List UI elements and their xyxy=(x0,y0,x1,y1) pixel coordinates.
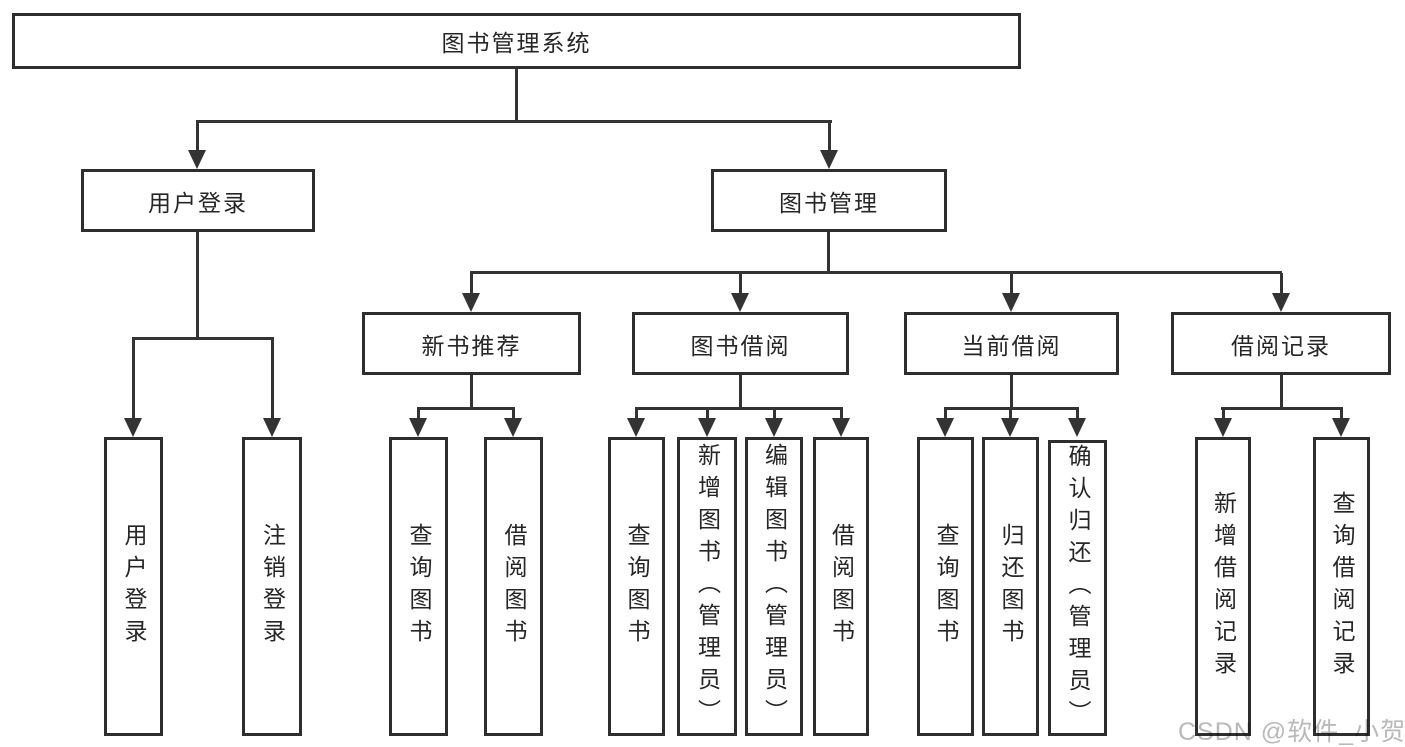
leaf-current-return-books: 归还图书 xyxy=(982,437,1039,736)
leaf-borrow-query-books: 查询图书 xyxy=(608,437,665,736)
connector-line xyxy=(944,407,1079,410)
connector-line xyxy=(470,271,1282,274)
leaf-borrow-edit-books-admin: 编辑图书（管理员） xyxy=(745,437,803,736)
leaf-user-login-label: 用户登录 xyxy=(121,522,147,651)
connector-line xyxy=(1222,409,1225,420)
leaf-borrow-query-books-label: 查询图书 xyxy=(624,522,650,651)
connector-line xyxy=(739,375,742,407)
connector-line xyxy=(739,273,742,295)
arrow-down-icon xyxy=(698,418,716,437)
arrow-down-icon xyxy=(1272,293,1290,312)
node-book-management: 图书管理 xyxy=(711,169,947,232)
node-current-borrowing-label: 当前借阅 xyxy=(961,332,1062,359)
connector-line xyxy=(840,409,843,420)
node-borrowing-records: 借阅记录 xyxy=(1171,312,1391,375)
connector-line xyxy=(773,409,776,420)
connector-line xyxy=(196,232,199,337)
connector-line xyxy=(512,409,515,420)
leaf-borrow-borrow-books-label: 借阅图书 xyxy=(828,522,855,651)
arrow-down-icon xyxy=(1332,418,1350,437)
connector-line xyxy=(635,407,843,410)
connector-line xyxy=(827,232,830,271)
leaf-recommend-query-books-label: 查询图书 xyxy=(406,522,432,651)
connector-line xyxy=(132,339,135,420)
arrow-down-icon xyxy=(462,293,480,312)
connector-line xyxy=(271,339,274,420)
node-library-management-system-label: 图书管理系统 xyxy=(441,30,592,56)
leaf-recommend-borrow-books-label: 借阅图书 xyxy=(501,522,527,651)
connector-line xyxy=(470,273,473,295)
connector-line xyxy=(1010,273,1013,295)
leaf-current-query-books: 查询图书 xyxy=(917,437,974,736)
leaf-logout: 注销登录 xyxy=(242,437,302,736)
leaf-records-add-record-label: 新增借阅记录 xyxy=(1210,490,1237,683)
connector-line xyxy=(417,407,515,410)
leaf-current-query-books-label: 查询图书 xyxy=(933,522,959,651)
leaf-borrow-edit-books-admin-label: 编辑图书（管理员） xyxy=(761,442,788,731)
node-book-management-label: 图书管理 xyxy=(779,189,879,216)
leaf-borrow-add-books-admin: 新增图书（管理员） xyxy=(677,437,737,736)
node-book-borrowing-label: 图书借阅 xyxy=(690,332,791,359)
arrow-down-icon xyxy=(936,418,954,437)
node-new-book-recommendation: 新书推荐 xyxy=(362,312,581,375)
connector-line xyxy=(1221,407,1343,410)
connector-line xyxy=(1280,273,1283,295)
leaf-records-add-record: 新增借阅记录 xyxy=(1195,437,1251,736)
node-user-login: 用户登录 xyxy=(81,169,315,232)
leaf-records-query-record: 查询借阅记录 xyxy=(1313,437,1370,736)
arrow-down-icon xyxy=(409,418,427,437)
arrow-down-icon xyxy=(1214,418,1232,437)
node-new-book-recommendation-label: 新书推荐 xyxy=(421,332,522,359)
connector-line xyxy=(706,409,709,420)
leaf-borrow-add-books-admin-label: 新增图书（管理员） xyxy=(694,442,721,731)
arrow-down-icon xyxy=(820,150,838,169)
connector-line xyxy=(1009,409,1012,420)
arrow-down-icon xyxy=(832,418,850,437)
arrow-down-icon xyxy=(1002,293,1020,312)
connector-line xyxy=(944,409,947,420)
csdn-watermark: CSDN @软件_小贺同学 xyxy=(1178,718,1405,746)
connector-line xyxy=(635,409,638,420)
connector-line xyxy=(1280,375,1283,407)
connector-line xyxy=(196,120,832,123)
connector-line xyxy=(196,122,199,151)
arrow-down-icon xyxy=(504,418,522,437)
connector-line xyxy=(470,375,473,407)
leaf-borrow-borrow-books: 借阅图书 xyxy=(813,437,869,736)
leaf-current-return-books-label: 归还图书 xyxy=(998,522,1024,651)
leaf-recommend-query-books: 查询图书 xyxy=(389,437,448,736)
leaf-recommend-borrow-books: 借阅图书 xyxy=(484,437,543,736)
leaf-current-confirm-return-admin-label: 确认归还（管理员） xyxy=(1065,444,1091,732)
node-borrowing-records-label: 借阅记录 xyxy=(1231,332,1331,359)
leaf-records-query-record-label: 查询借阅记录 xyxy=(1329,490,1355,683)
connector-line xyxy=(828,122,831,151)
node-current-borrowing: 当前借阅 xyxy=(904,312,1119,375)
leaf-current-confirm-return-admin: 确认归还（管理员） xyxy=(1048,440,1107,736)
connector-line xyxy=(515,69,518,120)
node-book-borrowing: 图书借阅 xyxy=(632,312,849,375)
arrow-down-icon xyxy=(731,293,749,312)
arrow-down-icon xyxy=(263,418,281,437)
leaf-user-login: 用户登录 xyxy=(104,437,163,736)
node-user-login-label: 用户登录 xyxy=(148,189,248,216)
arrow-down-icon xyxy=(1068,418,1086,437)
arrow-down-icon xyxy=(124,418,142,437)
connector-line xyxy=(1010,375,1013,407)
arrow-down-icon xyxy=(765,418,783,437)
arrow-down-icon xyxy=(1001,418,1019,437)
arrow-down-icon xyxy=(627,418,645,437)
connector-line xyxy=(1340,409,1343,420)
leaf-logout-label: 注销登录 xyxy=(259,522,286,651)
connector-line xyxy=(1076,409,1079,420)
connector-line xyxy=(132,337,274,340)
node-library-management-system: 图书管理系统 xyxy=(12,13,1021,69)
connector-line xyxy=(417,409,420,420)
arrow-down-icon xyxy=(188,150,206,169)
